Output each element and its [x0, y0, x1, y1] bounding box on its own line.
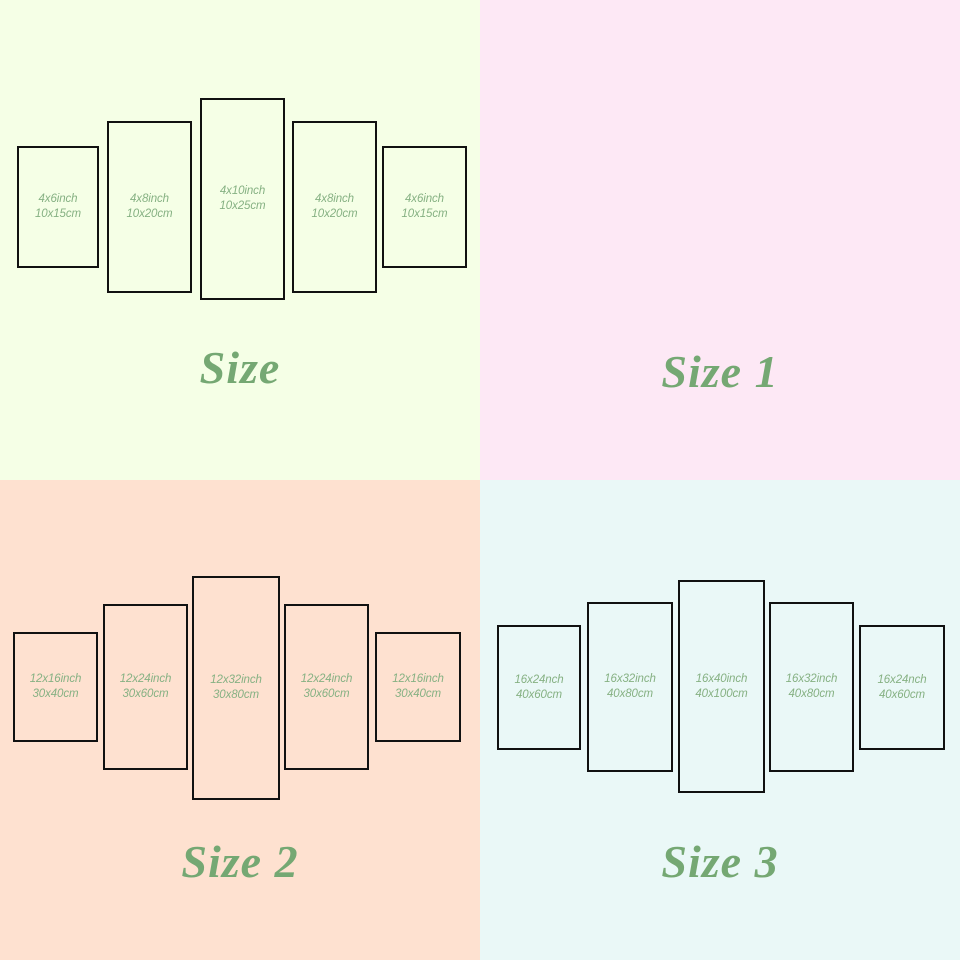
panel-size-inch: 16x24nch	[514, 673, 564, 686]
panel-size-3-1[interactable]: 16x24nch 40x60cm	[497, 625, 581, 750]
panel-size-inch: 12x32inch	[210, 674, 262, 686]
panel-size-inch: 16x24nch	[877, 673, 927, 686]
panel-size-cm: 40x80cm	[607, 688, 653, 700]
caption-size-3: Size 3	[661, 836, 779, 887]
panel-size-2[interactable]: 4x8inch 10x20cm	[107, 121, 192, 293]
panel-size-cm: 40x60cm	[516, 688, 562, 701]
panel-size-3[interactable]: 4x10inch 10x25cm	[200, 98, 285, 300]
quadrant-size-2: 12x16inch 30x40cm 12x24inch 30x60cm 12x32inc…	[0, 480, 480, 960]
panel-size-inch: 12x24inch	[119, 673, 172, 685]
panel-size-inch: 4x8inch	[315, 193, 354, 205]
panel-size-inch: 4x10inch	[219, 185, 266, 197]
panel-size-2-3[interactable]: 12x32inch 30x80cm	[192, 576, 280, 800]
panel-size-3-3[interactable]: 16x40inch 40x100cm	[678, 580, 765, 793]
panel-size-cm: 30x40cm	[395, 688, 441, 700]
panel-cluster-size-1: 8x14nch20x35cm8x18inch20x45cm8x22inch20x…	[480, 0, 960, 340]
panel-size-cm: 30x60cm	[303, 688, 350, 700]
panel-size-inch: 4x6inch	[405, 193, 444, 205]
panel-size-5[interactable]: 4x6inch 10x15cm	[382, 146, 467, 268]
panel-size-1[interactable]: 4x6inch 10x15cm	[17, 146, 99, 268]
panel-size-cm: 30x60cm	[122, 688, 169, 700]
panel-size-inch: 16x32inch	[785, 673, 838, 685]
panel-size-inch: 12x24inch	[300, 673, 353, 685]
panel-size-3-4[interactable]: 16x32inch 40x80cm	[769, 602, 854, 772]
panel-size-inch: 12x16inch	[392, 673, 444, 685]
caption-size: Size	[199, 342, 281, 393]
panel-size-2-5[interactable]: 12x16inch 30x40cm	[375, 632, 461, 742]
panel-size-cm: 40x100cm	[695, 687, 748, 700]
panel-size-3-5[interactable]: 16x24nch 40x60cm	[859, 625, 945, 750]
quadrant-size: 4x6inch 10x15cm 4x8inch 10x20cm 4x10inch 10x2…	[0, 0, 480, 480]
panel-size-cm: 10x20cm	[126, 208, 173, 220]
panel-size-4[interactable]: 4x8inch 10x20cm	[292, 121, 377, 293]
panel-size-cm: 10x20cm	[311, 208, 358, 220]
panel-size-cm: 30x40cm	[32, 688, 79, 700]
caption-size-1: Size 1	[661, 346, 779, 397]
panel-size-inch: 16x32inch	[604, 673, 656, 685]
caption-size-2: Size 2	[181, 836, 299, 887]
panel-size-cm: 40x80cm	[788, 688, 835, 700]
panel-size-inch: 16x40inch	[695, 672, 748, 685]
panel-size-cm: 30x80cm	[213, 689, 259, 701]
panel-size-cm: 10x25cm	[219, 200, 266, 212]
panel-size-inch: 4x8inch	[130, 193, 169, 205]
panel-cluster-size-2: 12x16inch 30x40cm 12x24inch 30x60cm 12x32inc…	[0, 480, 480, 820]
quadrant-size-3: 16x24nch 40x60cm 16x32inch 40x80cm 16x40inch…	[480, 480, 960, 960]
panel-size-cm: 40x60cm	[879, 688, 925, 701]
panel-size-3-2[interactable]: 16x32inch 40x80cm	[587, 602, 673, 772]
panel-size-2-1[interactable]: 12x16inch 30x40cm	[13, 632, 98, 742]
panel-size-inch: 12x16inch	[29, 673, 82, 685]
panel-size-2-4[interactable]: 12x24inch 30x60cm	[284, 604, 369, 770]
panel-size-2-2[interactable]: 12x24inch 30x60cm	[103, 604, 188, 770]
panel-cluster-size: 4x6inch 10x15cm 4x8inch 10x20cm 4x10inch 10x2…	[0, 0, 480, 340]
panel-size-cm: 10x15cm	[401, 208, 448, 220]
panel-size-inch: 4x6inch	[38, 193, 78, 205]
panel-cluster-size-3: 16x24nch 40x60cm 16x32inch 40x80cm 16x40inch…	[480, 480, 960, 820]
quadrant-size-1: 8x14nch20x35cm8x18inch20x45cm8x22inch20x…	[480, 0, 960, 480]
panel-size-cm: 10x15cm	[35, 208, 81, 220]
